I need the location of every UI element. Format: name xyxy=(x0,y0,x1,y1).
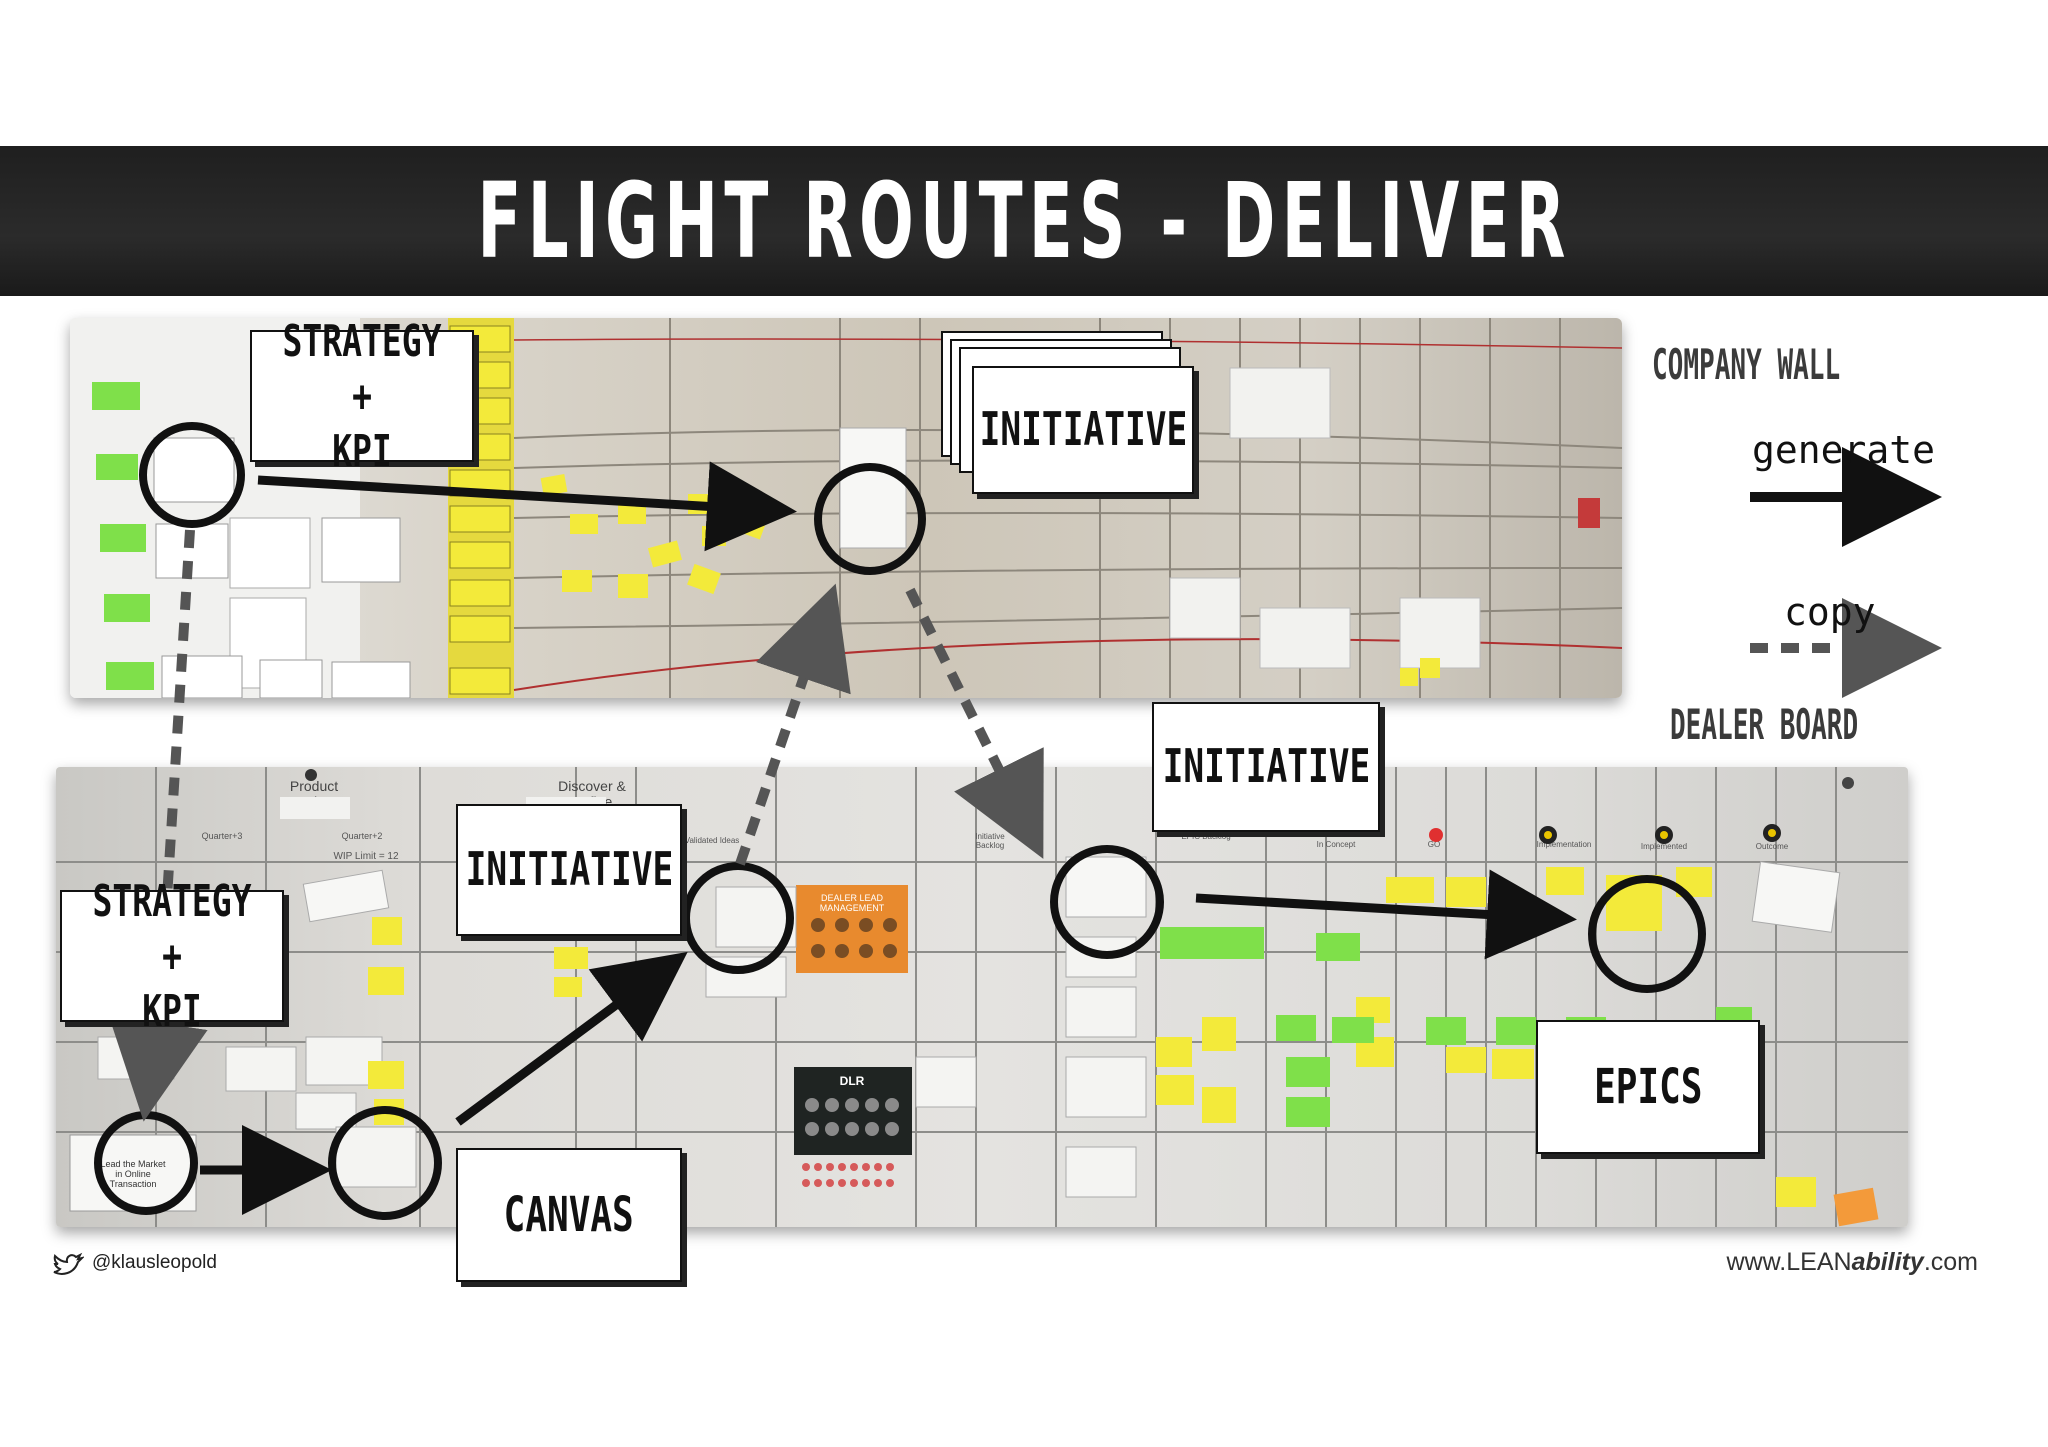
header-quarter3: Quarter+3 xyxy=(202,831,243,841)
label-initiative-right: INITIATIVE xyxy=(1152,702,1380,832)
label-bottom-strategy: STRATEGY + KPI xyxy=(60,876,284,1037)
sticky-green xyxy=(92,382,140,410)
company-wall-label: COMPANY WALL xyxy=(1652,340,1841,389)
legend-generate-label: generate xyxy=(1752,428,1936,472)
header-quarter2: Quarter+2 xyxy=(342,831,383,841)
circle-epics xyxy=(1588,875,1706,993)
legend-copy-label: copy xyxy=(1784,590,1876,634)
header-epic-backlog: EPIC Backlog xyxy=(1181,832,1230,841)
label-epics: EPICS xyxy=(1536,1020,1760,1154)
label-top-strategy: STRATEGY + KPI xyxy=(250,316,474,477)
circle-top-strategy xyxy=(139,422,245,528)
title-banner: FLIGHT ROUTES - DELIVER xyxy=(0,146,2048,296)
header-go: GO xyxy=(1428,840,1440,849)
header-validated-ideas: Validated Ideas xyxy=(685,836,740,845)
circle-top-initiative xyxy=(814,463,926,575)
label-bottom-initiative: INITIATIVE xyxy=(456,804,682,936)
svg-text:DLR: DLR xyxy=(840,1074,865,1088)
circle-canvas xyxy=(328,1106,442,1220)
header-wip-limit: WIP Limit = 12 xyxy=(333,851,399,862)
website-url: www.LEANability.com xyxy=(1726,1248,1978,1276)
generate-arrows xyxy=(200,461,1577,1215)
highlight-circles xyxy=(94,422,1706,1220)
twitter-icon xyxy=(53,1252,84,1275)
header-implemented: Implemented xyxy=(1641,842,1687,851)
page-title: FLIGHT ROUTES - DELIVER xyxy=(476,160,1572,282)
circle-bottom-strategy xyxy=(94,1111,198,1215)
circle-initiative-right xyxy=(1050,845,1164,959)
header-implementation: Implementation xyxy=(1537,840,1592,849)
label-top-initiative: INITIATIVE xyxy=(972,366,1194,494)
circle-bottom-initiative xyxy=(682,862,794,974)
twitter-handle: @klausleopold xyxy=(92,1252,217,1273)
dealer-board-label: DEALER BOARD xyxy=(1670,700,1859,749)
header-in-concept: In Concept xyxy=(1317,840,1356,849)
label-canvas: CANVAS xyxy=(456,1148,682,1282)
header-outcome: Outcome xyxy=(1756,842,1789,851)
